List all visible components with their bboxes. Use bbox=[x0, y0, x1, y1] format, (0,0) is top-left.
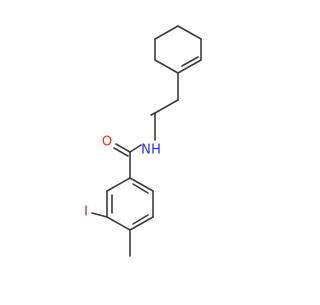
aromatic-bond bbox=[132, 183, 149, 194]
iodo-bond bbox=[91, 212, 108, 218]
bond bbox=[129, 144, 142, 153]
bond bbox=[154, 99, 179, 114]
carbonyl-bond bbox=[115, 143, 131, 153]
carbonyl-bond bbox=[113, 147, 129, 157]
ethyl-linker bbox=[150, 72, 179, 116]
bond bbox=[154, 59, 179, 74]
double-bond bbox=[181, 56, 199, 67]
substituents bbox=[91, 212, 131, 257]
amide-group bbox=[113, 143, 142, 179]
bond bbox=[177, 25, 202, 40]
bond bbox=[106, 216, 131, 231]
bond bbox=[154, 25, 179, 40]
iodine-label: I bbox=[84, 205, 88, 220]
oxygen-label: O bbox=[102, 135, 112, 150]
hydrogen-label: H bbox=[151, 143, 161, 158]
bond bbox=[177, 59, 202, 74]
bond bbox=[129, 177, 154, 192]
molecule-structure: O N H I bbox=[84, 25, 202, 257]
atom-labels: O N H I bbox=[84, 135, 161, 220]
benzene-ring bbox=[106, 177, 154, 231]
bond bbox=[106, 177, 131, 192]
molecule-canvas: O N H I bbox=[84, 25, 202, 257]
aromatic-bond bbox=[132, 214, 149, 225]
bond bbox=[129, 216, 154, 231]
nitrogen-label: N bbox=[141, 143, 151, 158]
cyclohexene-ring bbox=[154, 25, 202, 74]
